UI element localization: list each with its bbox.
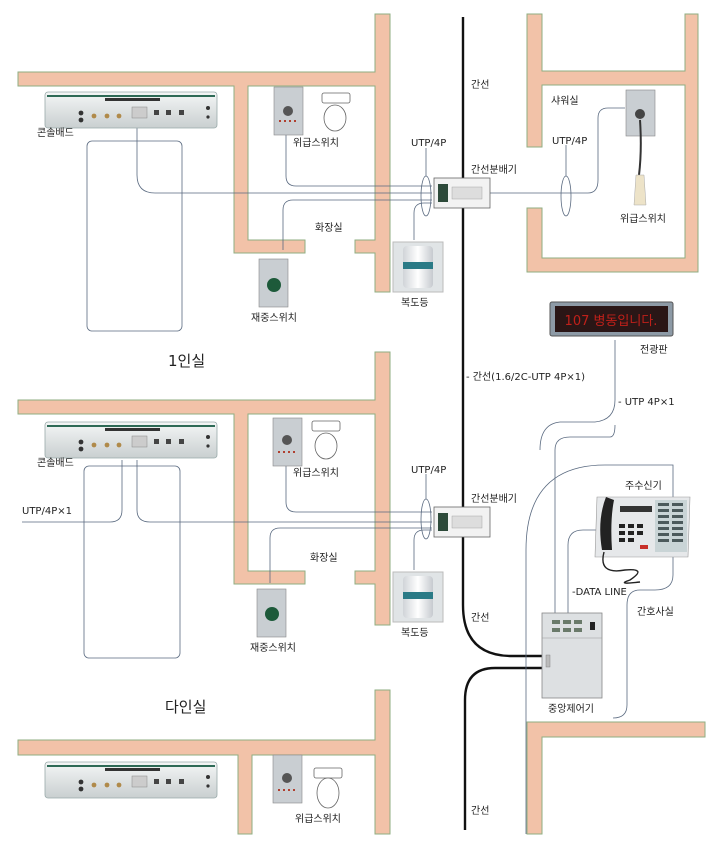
wall-room1: [17, 13, 391, 293]
label-utp-in-room2: UTP/4P×1: [22, 506, 72, 517]
label-console-bed-room1: 콘솔배드: [37, 127, 74, 139]
label-utp-room1: UTP/4P: [411, 138, 446, 149]
label-toilet-room2: 화장실: [310, 552, 338, 564]
toilet-icon-room3: [313, 767, 343, 809]
label-console-bed-room2: 콘솔배드: [37, 457, 74, 469]
display-board-message: 107 병동입니다.: [565, 314, 658, 329]
title-single-room: 1인실: [168, 352, 205, 370]
label-display-cable: - UTP 4P×1: [618, 397, 675, 408]
trunk-splitter-room1[interactable]: [433, 177, 491, 209]
label-central-controller: 중앙제어기: [548, 703, 594, 715]
emergency-switch-room1[interactable]: [273, 86, 304, 136]
label-display-board: 전광판: [640, 344, 668, 356]
label-emergency-switch-room3: 위급스위치: [295, 812, 341, 825]
display-board[interactable]: 107 병동입니다.: [549, 301, 674, 337]
central-controller[interactable]: [541, 612, 603, 699]
emergency-switch-room2[interactable]: [272, 417, 303, 467]
console-bed-device-room2[interactable]: [44, 421, 218, 459]
label-splitter-room2: 간선분배기: [471, 493, 517, 505]
label-utp-shower: UTP/4P: [552, 136, 587, 147]
label-corridor-lamp-room2: 복도등: [401, 627, 429, 639]
toilet-icon-room2: [311, 420, 341, 460]
wall-nurse-station: [526, 721, 706, 835]
label-splitter-room1: 간선분배기: [471, 164, 517, 176]
label-reset-switch-room1: 재중스위치: [251, 311, 297, 324]
emergency-switch-shower[interactable]: [625, 89, 656, 206]
wall-room3: [17, 689, 391, 835]
label-trunk-spec: - 간선(1.6/2C-UTP 4P×1): [466, 371, 585, 383]
title-multi-room: 다인실: [165, 698, 206, 716]
label-emergency-switch-room2: 위급스위치: [293, 466, 339, 479]
label-emergency-switch-room1: 위급스위치: [293, 136, 339, 149]
label-emergency-switch-shower: 위급스위치: [620, 212, 666, 225]
corridor-lamp-room2[interactable]: [392, 571, 444, 623]
corridor-lamp-room1[interactable]: [392, 241, 444, 293]
reset-switch-room2[interactable]: [256, 588, 287, 638]
label-shower-room: 샤워실: [551, 94, 579, 107]
cables: [22, 107, 674, 834]
emergency-switch-room3[interactable]: [272, 754, 303, 804]
label-trunk-mid: 간선: [471, 612, 489, 624]
label-toilet-room1: 화장실: [315, 222, 343, 234]
wall-room2: [17, 351, 391, 626]
trunk-splitter-room2[interactable]: [433, 506, 491, 538]
label-trunk-top: 간선: [471, 79, 489, 91]
label-data-line: -DATA LINE: [572, 587, 627, 598]
label-corridor-lamp-room1: 복도등: [401, 297, 429, 309]
walls: [17, 13, 706, 835]
master-station[interactable]: [594, 496, 691, 584]
label-master-station: 주수신기: [625, 480, 662, 492]
trunk-line: [461, 17, 542, 830]
label-trunk-bottom: 간선: [471, 805, 489, 817]
label-utp-room2: UTP/4P: [411, 465, 446, 476]
label-nurse-station: 간호사실: [637, 606, 674, 618]
console-bed-device-room3[interactable]: [44, 761, 218, 799]
console-bed-device-room1[interactable]: [44, 91, 218, 129]
wall-shower: [526, 13, 699, 273]
toilet-icon-room1: [321, 92, 351, 132]
label-reset-switch-room2: 재중스위치: [250, 641, 296, 654]
reset-switch-room1[interactable]: [258, 258, 289, 308]
